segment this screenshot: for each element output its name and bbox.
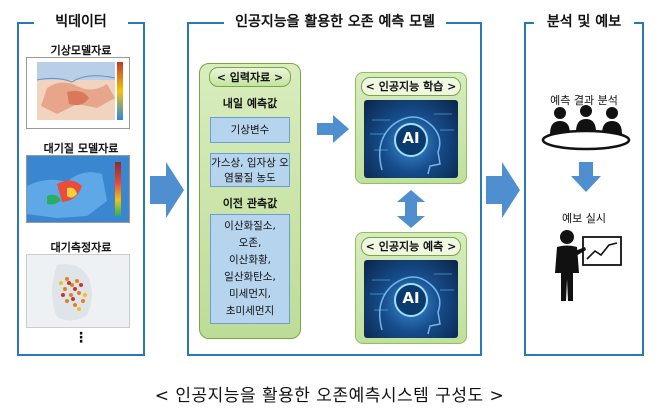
ai-prediction-title: < 인공지능 예측 > <box>361 237 461 256</box>
observation-o3: 오존, <box>238 237 262 249</box>
previous-observation-box: 이산화질소, 오존, 이산화황, 일산화탄소, 미세먼지, 초미세먼지 <box>210 214 290 324</box>
result-analysis-label: 예측 결과 분석 <box>550 94 618 107</box>
ai-learning-title: < 인공지능 학습 > <box>361 77 461 96</box>
observation-so2: 이산화황, <box>229 254 271 266</box>
arrow-model-to-analysis <box>486 160 520 220</box>
observation-no2: 이산화질소, <box>224 220 276 232</box>
input-data-title: < 입력자료 > <box>209 67 291 87</box>
tomorrow-prediction-label: 내일 예측값 <box>222 97 278 110</box>
previous-observation-label: 이전 관측값 <box>222 197 278 210</box>
presenter-icon <box>553 227 623 303</box>
ai-learning-badge: AI <box>402 129 420 147</box>
big-data-title: 빅데이터 <box>34 12 128 32</box>
observation-pm25: 초미세먼지 <box>225 305 275 317</box>
forecast-label: 예보 실시 <box>562 212 606 225</box>
weather-model-map <box>26 57 130 129</box>
air-quality-model-label: 대기질 모델자료 <box>43 142 119 155</box>
arrow-bigdata-to-model <box>150 160 184 220</box>
ai-prediction-badge: AI <box>402 289 420 307</box>
ai-learning-image <box>364 100 458 178</box>
air-measurement-map <box>26 254 130 328</box>
air-measurement-label: 대기측정자료 <box>50 241 112 254</box>
pollutant-concentration-box: 가스상, 입자상 오염물질 농도 <box>210 153 290 187</box>
analysis-title: 분석 및 예보 <box>534 12 634 32</box>
observation-pm10: 미세먼지, <box>229 288 271 300</box>
weather-model-label: 기상모델자료 <box>50 44 112 57</box>
observation-co: 일산화탄소, <box>224 271 276 283</box>
analysis-panel <box>524 22 644 356</box>
arrow-input-to-learning <box>317 115 349 143</box>
ai-prediction-image <box>364 260 458 338</box>
ai-model-title: 인공지능을 활용한 오존 예측 모델 <box>224 12 446 32</box>
double-arrow-learning-prediction <box>397 190 425 228</box>
more-data-dots: ⋮ <box>74 330 88 346</box>
air-quality-model-map <box>26 155 130 223</box>
diagram-caption: < 인공지능을 활용한 오존예측시스템 구성도 > <box>154 386 505 406</box>
meeting-icon <box>540 104 632 152</box>
weather-variable-box: 기상변수 <box>210 117 290 143</box>
arrow-analysis-to-forecast <box>571 162 601 192</box>
